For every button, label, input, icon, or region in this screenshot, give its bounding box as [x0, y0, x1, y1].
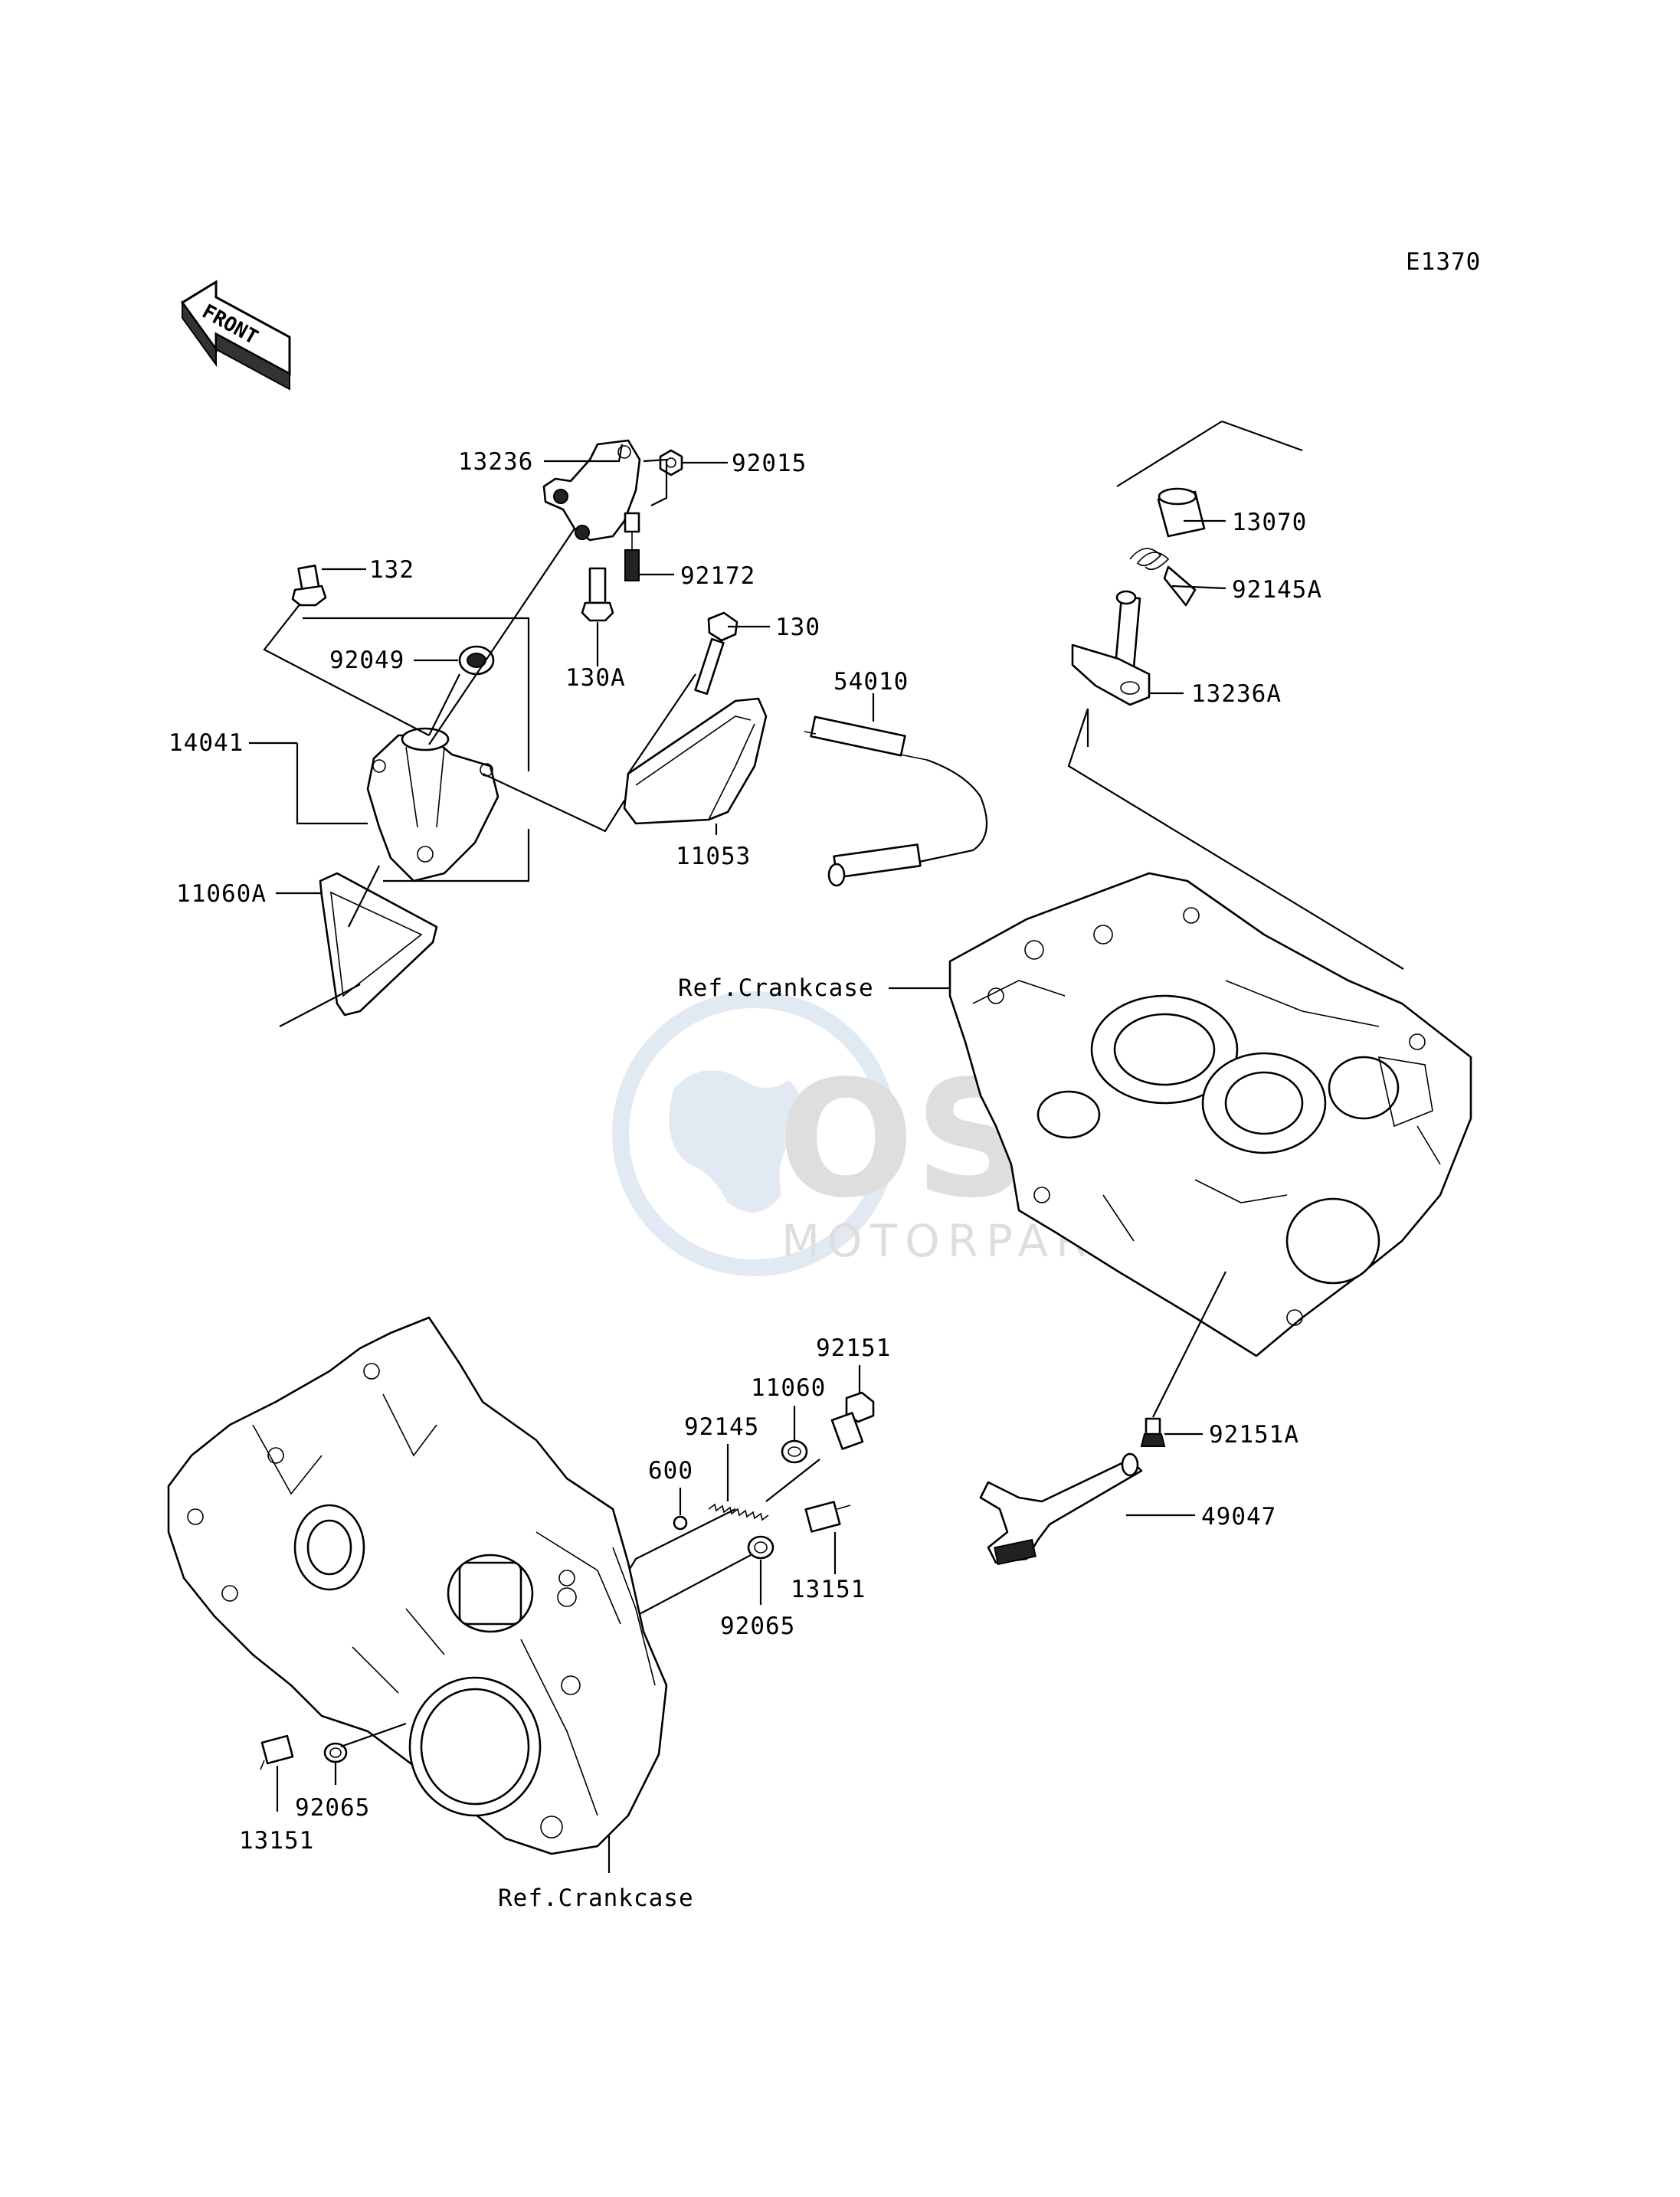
part-92151a-plug: [1140, 1417, 1166, 1447]
callout-13151-right: 13151: [791, 1576, 866, 1603]
callout-13236a: 13236A: [1191, 680, 1282, 708]
crankcase-right-illustration: [948, 872, 1472, 1357]
leader-lines-upper-left: [249, 444, 875, 1027]
part-11053-cover: [623, 697, 768, 825]
part-92172-stud: [624, 512, 640, 581]
part-49047-shift-drum: [979, 1452, 1143, 1566]
callout-13236: 13236: [458, 448, 533, 476]
callout-11060a: 11060A: [176, 880, 267, 908]
callout-130: 130: [775, 614, 820, 641]
callout-92151: 92151: [816, 1334, 891, 1362]
callout-labels: 13236 92015 132 92172 130A 92049 130 540…: [169, 448, 1322, 1912]
callout-11060: 11060: [751, 1374, 826, 1402]
part-92145a-spring: [1129, 548, 1197, 607]
leader-lines-lower-right: [889, 987, 1226, 1517]
callout-130a: 130A: [565, 664, 626, 692]
callout-600: 600: [648, 1457, 693, 1485]
callout-92145: 92145: [684, 1413, 759, 1441]
part-92065-washer-left: [323, 1742, 348, 1763]
callout-92151a: 92151A: [1209, 1421, 1299, 1449]
part-13236a-shift-lever: [1071, 590, 1151, 706]
callout-ref-crankcase-lower: Ref.Crankcase: [498, 1884, 694, 1912]
callout-49047: 49047: [1201, 1503, 1276, 1531]
part-11060-gasket: [781, 1439, 808, 1464]
part-14041-cover: [366, 727, 499, 882]
callout-92145a: 92145A: [1232, 576, 1322, 604]
part-92065-washer-right: [747, 1535, 775, 1560]
crankcase-left-illustration: [167, 1316, 668, 1855]
callout-92015: 92015: [732, 450, 807, 477]
callout-92065-left: 92065: [295, 1794, 370, 1822]
part-130a-bolt: [581, 567, 614, 622]
callout-14041: 14041: [169, 729, 244, 757]
part-92049-oil-seal: [458, 645, 495, 676]
part-13151-switch-left: [260, 1734, 294, 1770]
part-54010-sensor-cable: [804, 715, 988, 887]
part-132-bolt: [291, 565, 327, 607]
part-13070-collar: [1157, 487, 1206, 538]
callout-54010: 54010: [833, 668, 909, 696]
part-600-ball: [673, 1515, 688, 1531]
callout-132: 132: [369, 556, 414, 584]
callout-11053: 11053: [676, 843, 751, 870]
front-arrow-icon: FRONT: [180, 280, 291, 391]
callout-92172: 92172: [680, 562, 755, 590]
leader-lines-lower-left: [276, 1722, 611, 1873]
callout-92049: 92049: [329, 647, 404, 674]
callout-ref-crankcase-upper: Ref.Crankcase: [678, 974, 874, 1002]
part-92151-plug: [830, 1391, 875, 1450]
callout-92065-right: 92065: [720, 1613, 795, 1640]
part-92015-nut: [659, 449, 683, 476]
part-11060a-gasket: [319, 872, 438, 1017]
part-13151-switch-right: [804, 1501, 851, 1533]
part-130-bolt: [694, 611, 738, 696]
callout-13151-left: 13151: [239, 1827, 314, 1855]
callout-13070: 13070: [1232, 509, 1307, 536]
diagram-code: E1370: [1406, 248, 1481, 276]
leader-lines-upper-right: [1067, 420, 1404, 970]
part-92145-spring: [708, 1503, 769, 1521]
